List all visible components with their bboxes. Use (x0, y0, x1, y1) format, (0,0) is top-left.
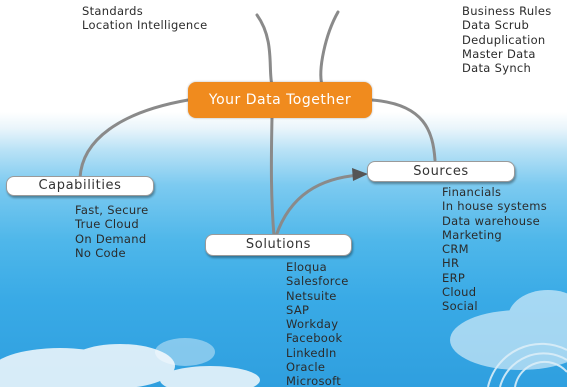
solutions-list: Eloqua Salesforce Netsuite SAP Workday F… (286, 260, 349, 387)
list-item: Business Rules (462, 4, 552, 18)
globe-icon (487, 342, 567, 387)
list-item: Workday (286, 317, 339, 332)
sources-list: Financials In house systems Data warehou… (442, 185, 547, 314)
list-item: Data Scrub (462, 18, 530, 33)
list-item: Master Data (462, 46, 536, 61)
branch-top-left (255, 13, 274, 87)
list-item: Eloqua (286, 260, 327, 274)
capabilities-node[interactable]: Capabilities (6, 176, 154, 196)
list-item: Data warehouse (442, 213, 540, 228)
branch-solutions (269, 116, 276, 238)
list-item: True Cloud (75, 217, 139, 232)
branch-capabilities (78, 98, 190, 180)
list-item: Deduplication (462, 32, 546, 47)
list-item: Data Synch (462, 61, 532, 76)
list-item: Social (442, 299, 478, 314)
list-item: Netsuite (286, 288, 337, 303)
list-item: LinkedIn (286, 345, 337, 360)
arrowhead (352, 168, 368, 181)
list-item: Marketing (442, 227, 503, 242)
sources-node[interactable]: Sources (367, 161, 515, 182)
branch-solutions-to-sources (274, 173, 362, 238)
list-item: In house systems (442, 199, 548, 214)
list-item: SAP (286, 302, 310, 317)
list-item: Financials (442, 185, 502, 199)
capabilities-list: Fast, Secure True Cloud On Demand No Cod… (75, 203, 149, 260)
list-item: On Demand (75, 231, 147, 246)
list-item: Standards (82, 4, 144, 18)
list-item: Facebook (286, 331, 343, 346)
list-item: Cloud (442, 285, 477, 300)
solutions-node[interactable]: Solutions (205, 234, 352, 256)
top-left-list: Standards Location Intelligence (82, 4, 208, 33)
list-item: HR (442, 256, 460, 271)
list-item: Salesforce (286, 274, 349, 289)
list-item: Fast, Secure (75, 203, 149, 217)
branch-sources (370, 98, 437, 162)
list-item: No Code (75, 245, 126, 260)
top-right-list: Business Rules Data Scrub Deduplication … (462, 4, 552, 75)
list-item: CRM (442, 242, 469, 257)
list-item: Microsoft (286, 374, 342, 387)
central-node[interactable]: Your Data Together (188, 82, 372, 118)
branch-top-right (319, 10, 340, 87)
list-item: Oracle (286, 360, 326, 375)
list-item: ERP (442, 270, 466, 285)
list-item: Location Intelligence (82, 18, 208, 33)
